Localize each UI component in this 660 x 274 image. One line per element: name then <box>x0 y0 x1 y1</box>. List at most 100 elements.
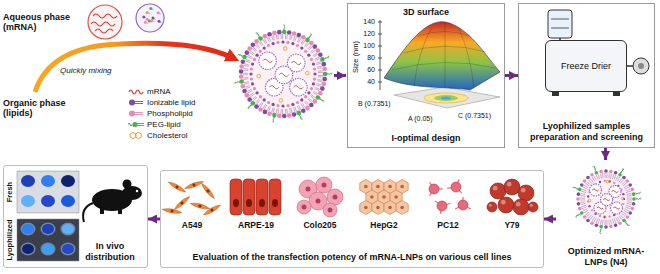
lnp-illustration <box>301 35 306 40</box>
lnp-illustration <box>604 180 606 182</box>
cell-image <box>297 177 343 217</box>
lnp-illustration <box>263 47 266 50</box>
lnp-illustration <box>317 84 322 85</box>
cell-line-label: ARPE-19 <box>238 221 274 231</box>
cell-image <box>210 208 214 212</box>
lnp-illustration <box>273 108 274 113</box>
lnp-illustration <box>580 183 584 187</box>
aqueous-phase-icon <box>88 5 122 39</box>
lnp-illustration <box>300 98 303 101</box>
lnp-illustration <box>247 46 252 51</box>
cell-image <box>501 200 506 205</box>
lnp-illustration <box>622 176 626 180</box>
lnp-illustration <box>305 38 310 43</box>
cell-line-label: Y79 <box>504 221 519 231</box>
flow-arrow <box>505 74 518 77</box>
lnp-illustration <box>241 84 246 89</box>
lnp-illustration <box>253 87 256 90</box>
lnp-illustration <box>292 112 297 117</box>
surface-plot <box>424 93 468 103</box>
cell-image <box>333 195 338 200</box>
in-vivo-imaging <box>17 171 79 261</box>
lnp-illustration <box>245 50 250 55</box>
lnp-illustration <box>627 197 632 198</box>
cell-image <box>246 199 252 207</box>
freeze-drier-icon <box>548 10 572 38</box>
cell-image <box>269 179 281 215</box>
lnp-illustration <box>594 218 596 222</box>
lnp-illustration <box>624 185 628 188</box>
flow-arrow <box>148 218 160 221</box>
lnp-illustration <box>255 99 258 103</box>
lnp-illustration <box>580 199 585 200</box>
lnp-illustration <box>273 117 276 122</box>
surface-plot <box>378 70 382 71</box>
lnp-illustration <box>626 179 630 183</box>
lnp-illustration <box>608 220 610 225</box>
mouse-icon <box>136 190 138 192</box>
surface-plot <box>378 20 500 108</box>
lnp-illustration <box>322 77 327 82</box>
lnp-illustration <box>614 218 616 223</box>
in-vivo-imaging <box>17 219 79 261</box>
lnp-illustration <box>263 98 266 101</box>
lnp-illustration <box>611 202 623 214</box>
surface-plot <box>378 22 382 23</box>
lnp-illustration <box>621 197 624 200</box>
legend-text: Phospholipid <box>147 109 193 118</box>
cell-image <box>190 201 210 210</box>
cell-image <box>259 199 265 207</box>
in-vivo-imaging <box>61 175 75 187</box>
freeze-drier-icon <box>552 92 559 96</box>
lnp-illustration <box>259 95 262 98</box>
lnp-illustration <box>312 82 315 85</box>
lnp-illustration <box>598 219 600 224</box>
lnp-illustration <box>235 25 332 122</box>
lnp-illustration <box>316 48 321 53</box>
lnp-illustration <box>620 180 623 184</box>
panel-title: 3D surface <box>351 7 501 18</box>
lnp-illustration <box>285 109 286 114</box>
lnp-illustration <box>289 108 291 113</box>
lnp-illustration <box>282 109 283 114</box>
legend-item: PEG-lipid <box>128 119 195 130</box>
lnp-illustration <box>277 34 279 39</box>
lnp-illustration <box>313 54 317 56</box>
cell-image <box>360 180 408 215</box>
factor-label: C (0.7351) <box>458 112 491 120</box>
lnp-illustration <box>587 195 589 197</box>
in-vivo-imaging <box>41 243 56 256</box>
organic-phase-icon <box>144 21 147 24</box>
lnp-label: Optimized mRNA-LNPs (N4) <box>558 246 654 268</box>
in-vivo-imaging <box>21 243 36 256</box>
lnp-illustration <box>311 50 315 53</box>
factor-label: B (0.7351) <box>358 100 391 108</box>
condition-label: Fresh <box>6 182 15 202</box>
lnp-illustration <box>622 193 624 195</box>
in-vivo-imaging <box>41 175 55 187</box>
cell-image <box>376 206 380 210</box>
lnp-illustration <box>248 55 252 57</box>
lnp-illustration <box>614 224 618 228</box>
lnp-illustration <box>576 214 581 218</box>
cell-image <box>504 179 520 195</box>
lnp-illustration <box>584 210 588 213</box>
lnp-illustration <box>310 96 314 99</box>
lnp-illustration <box>253 47 257 50</box>
lnp-illustration <box>616 218 618 222</box>
legend-text: mRNA <box>147 87 171 96</box>
lnp-illustration <box>598 174 600 179</box>
cell-image <box>516 202 521 207</box>
legend-swatch <box>134 112 143 113</box>
lnp-illustration <box>313 77 316 80</box>
organic-phase-icon <box>136 4 164 32</box>
lnp-illustration <box>595 171 599 175</box>
lnp-illustration <box>580 211 584 215</box>
lnp-illustration <box>254 39 259 44</box>
lnp-illustration <box>315 89 320 91</box>
cell-image <box>162 180 222 217</box>
surface-plot <box>392 62 495 70</box>
legend-item: Phospholipid <box>128 108 195 119</box>
lnp-illustration <box>627 201 632 203</box>
lnp-illustration <box>249 72 252 75</box>
